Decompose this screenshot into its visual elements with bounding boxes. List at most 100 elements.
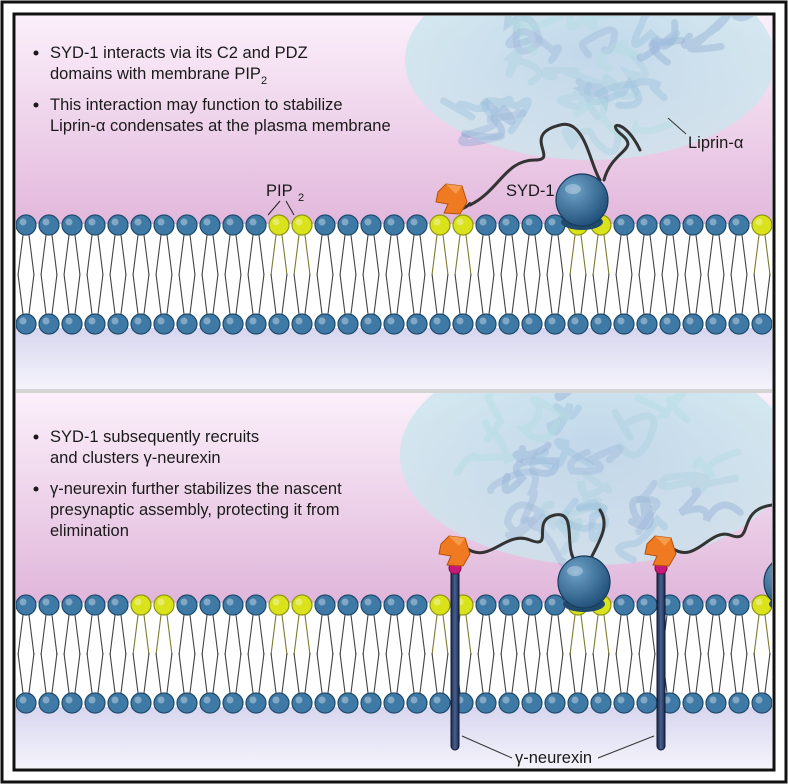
neurexin-label: γ-neurexin <box>515 749 592 767</box>
top-lipid <box>406 214 428 335</box>
bottom-lipid <box>337 594 359 714</box>
liprin-condensate-bottom <box>400 393 772 568</box>
top-extracellular <box>16 328 772 389</box>
top-lipid <box>130 214 152 335</box>
bottom-bullet-1-line-0: γ-neurexin further stabilizes the nascen… <box>50 480 342 498</box>
top-lipid <box>16 214 37 335</box>
c2-domain-bottom-1 <box>438 535 471 567</box>
bottom-pip2-lipid <box>751 594 772 714</box>
syd1-pdz-top <box>555 173 609 230</box>
bottom-pip2-lipid <box>268 594 290 714</box>
syd1-tail-bottom <box>588 508 606 562</box>
panel-divider <box>16 389 772 393</box>
bottom-extracellular <box>16 707 772 768</box>
top-pip2-lipid <box>452 214 474 335</box>
syd1-pdz-bottom-1 <box>557 555 611 612</box>
bottom-bullet-0-line-0: SYD-1 subsequently recruits <box>50 428 259 446</box>
bottom-lipid <box>199 594 221 714</box>
top-lipid <box>544 214 566 335</box>
bottom-lipid <box>613 594 635 714</box>
syd1-tail-top <box>602 123 642 182</box>
top-pip2-lipid <box>291 214 313 335</box>
top-lipid <box>61 214 83 335</box>
top-lipid <box>38 214 60 335</box>
bottom-proteins <box>438 503 772 751</box>
bottom-lipid <box>176 594 198 714</box>
bottom-bullet-0-line-1: and clusters γ-neurexin <box>50 449 221 467</box>
bottom-bullet-1-line-1: presynaptic assembly, protecting it from <box>50 501 339 519</box>
neurexin-pointer-left <box>461 735 513 759</box>
bottom-lipid <box>383 594 405 714</box>
top-pip2-lipid <box>751 214 772 335</box>
top-lipid <box>153 214 175 335</box>
pip2-label: PIP <box>266 182 293 200</box>
bottom-lipid <box>16 594 37 714</box>
bottom-pip2-lipid <box>291 594 313 714</box>
top-lipid <box>705 214 727 335</box>
top-lipid <box>682 214 704 335</box>
top-bullet-1-line-1: Liprin-α condensates at the plasma membr… <box>50 117 391 135</box>
top-lipid <box>199 214 221 335</box>
top-condensate-blob <box>405 16 772 160</box>
top-bullet-0-line-0: SYD-1 interacts via its C2 and PDZ <box>50 44 308 62</box>
top-pip2-lipid <box>429 214 451 335</box>
bottom-text: SYD-1 subsequently recruits and clusters … <box>33 428 655 767</box>
top-lipid <box>659 214 681 335</box>
bottom-lipid <box>84 594 106 714</box>
top-bullet-dot-0 <box>33 50 39 56</box>
bottom-bullet-dot-0 <box>33 434 39 440</box>
syd1-label: SYD-1 <box>506 182 555 200</box>
neurexin-rod-1 <box>448 561 462 751</box>
top-bullet-0-line-1: domains with membrane PIP2 <box>50 65 267 87</box>
bottom-bullet-1-line-2: elimination <box>50 522 129 540</box>
inner-frame <box>12 12 776 772</box>
liprin-pointer <box>667 117 687 135</box>
bottom-lipid <box>475 594 497 714</box>
top-bullet-dot-1 <box>33 102 39 108</box>
c2-domain-top <box>435 183 468 215</box>
bottom-panel: SYD-1 subsequently recruits and clusters … <box>16 393 772 768</box>
top-bullet-1-line-0: This interaction may function to stabili… <box>50 96 343 114</box>
top-lipid <box>475 214 497 335</box>
bottom-lipid <box>544 594 566 714</box>
bottom-lipid <box>314 594 336 714</box>
liprin-condensate <box>405 16 772 160</box>
top-proteins <box>435 122 642 230</box>
bottom-membrane <box>16 594 772 714</box>
pip2-pointer <box>267 200 295 216</box>
top-lipid <box>84 214 106 335</box>
bottom-lipid <box>682 594 704 714</box>
top-panel: SYD-1 interacts via its C2 and PDZ domain… <box>16 16 772 389</box>
bottom-bullet-dot-1 <box>33 486 39 492</box>
top-lipid <box>521 214 543 335</box>
top-text: SYD-1 interacts via its C2 and PDZ domain… <box>33 44 744 216</box>
bottom-lipid <box>498 594 520 714</box>
top-lipid <box>360 214 382 335</box>
bottom-pip2-lipid <box>429 594 451 714</box>
top-lipid <box>314 214 336 335</box>
neurexin-pointer-right <box>597 735 655 759</box>
syd1-linker-bottom-2 <box>670 503 772 554</box>
bottom-lipid <box>705 594 727 714</box>
bottom-lipid <box>406 594 428 714</box>
bottom-lipid <box>245 594 267 714</box>
syd1-linker-bottom-1 <box>464 513 582 567</box>
syd1-linker-top <box>468 122 602 207</box>
liprin-label: Liprin-α <box>688 134 744 152</box>
bottom-lipid <box>61 594 83 714</box>
bottom-pip2-lipid <box>153 594 175 714</box>
neurexin-rod-2 <box>654 561 668 751</box>
syd1-pdz-bottom-2 <box>763 562 772 609</box>
bottom-lipid <box>521 594 543 714</box>
top-lipid <box>636 214 658 335</box>
top-lipid <box>728 214 750 335</box>
bottom-condensate-blob <box>400 393 772 568</box>
top-lipid <box>176 214 198 335</box>
bottom-lipid <box>222 594 244 714</box>
bottom-lipid <box>107 594 129 714</box>
pip2-label-subscript: 2 <box>298 192 304 204</box>
top-lipid <box>498 214 520 335</box>
bottom-pip2-lipid <box>130 594 152 714</box>
bottom-lipid <box>38 594 60 714</box>
